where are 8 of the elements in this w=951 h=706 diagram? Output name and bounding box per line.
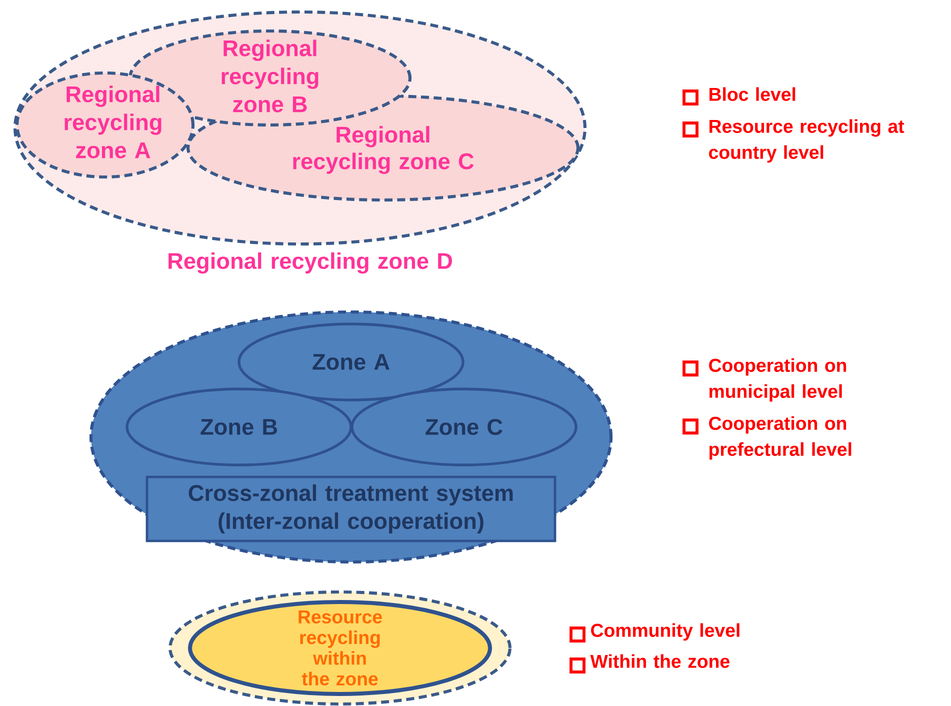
level-label: Cooperation on municipal level bbox=[709, 358, 846, 402]
level-label: Community level bbox=[591, 623, 740, 641]
system-box: Cross-zonal treatment system (Inter-zonal cooperation) bbox=[146, 476, 556, 542]
node-label: Regional recycling zone D bbox=[168, 252, 452, 274]
level-label: Within the zone bbox=[590, 654, 730, 668]
level-label: Resource recycling at country level bbox=[709, 119, 904, 163]
level-label: Bloc level bbox=[710, 87, 796, 101]
level-label: Cooperation on prefectural level bbox=[709, 416, 852, 460]
